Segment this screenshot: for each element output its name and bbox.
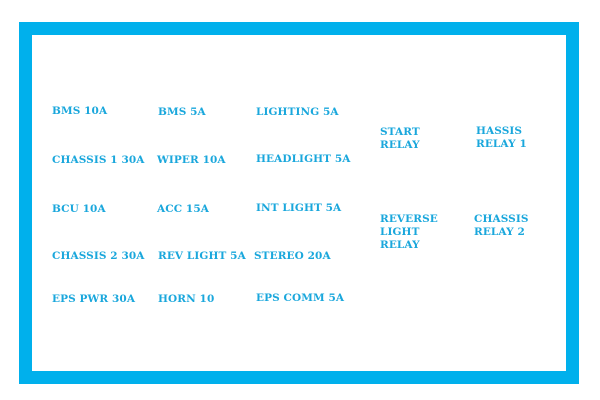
fuse-label-eps-pwr-30a: EPS PWR 30A (52, 293, 136, 305)
fuse-label-horn-10: HORN 10 (158, 293, 215, 305)
fuse-label-wiper-10a: WIPER 10A (157, 154, 226, 166)
fuse-label-chassis-1-30a: CHASSIS 1 30A (52, 154, 145, 166)
relay-label-chassis-2: CHASSIS RELAY 2 (474, 213, 529, 238)
fuse-panel-frame (19, 22, 579, 384)
fuse-label-lighting-5a: LIGHTING 5A (256, 106, 339, 118)
relay-label-start: START RELAY (380, 126, 420, 151)
fuse-label-int-light-5a: INT LIGHT 5A (256, 202, 342, 214)
fuse-label-acc-15a: ACC 15A (157, 203, 209, 215)
fuse-label-bms-10a: BMS 10A (52, 105, 108, 117)
fuse-label-bcu-10a: BCU 10A (52, 203, 106, 215)
fuse-label-bms-5a: BMS 5A (158, 106, 206, 118)
relay-label-hassis-1: HASSIS RELAY 1 (476, 125, 527, 150)
relay-label-reverse-light: REVERSE LIGHT RELAY (380, 213, 438, 251)
fuse-label-chassis-2-30a: CHASSIS 2 30A (52, 250, 145, 262)
fuse-label-eps-comm-5a: EPS COMM 5A (256, 292, 345, 304)
fuse-label-stereo-20a: STEREO 20A (254, 250, 331, 262)
fuse-label-headlight-5a: HEADLIGHT 5A (256, 153, 351, 165)
fuse-label-rev-light-5a: REV LIGHT 5A (158, 250, 246, 262)
